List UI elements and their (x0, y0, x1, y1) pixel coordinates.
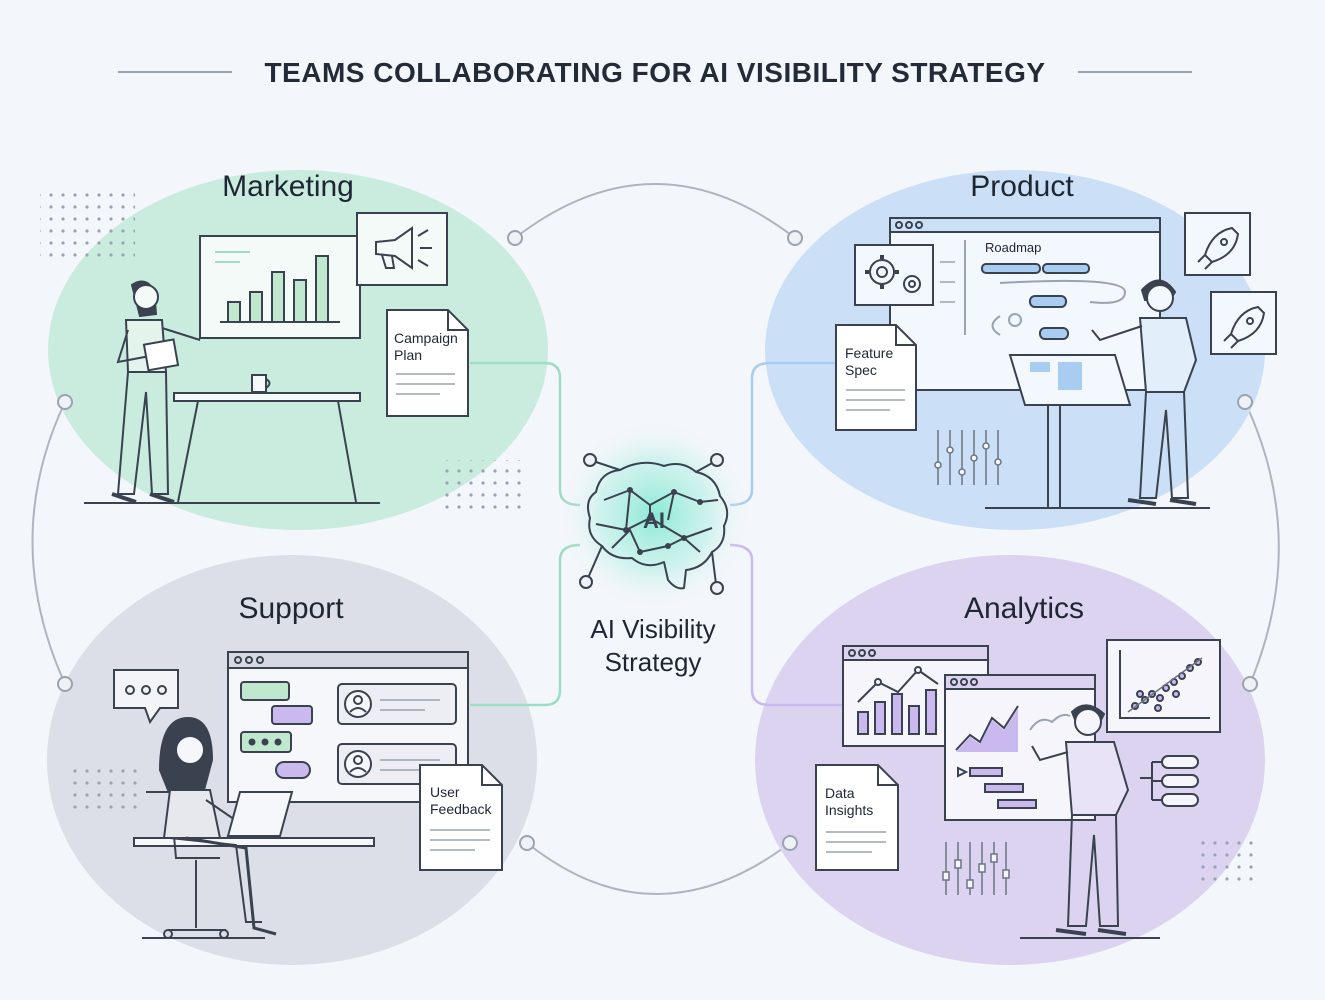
ai-satellite-nodes (579, 453, 724, 595)
bar-chart-icon (220, 255, 340, 323)
analytics-sliders (942, 842, 1010, 895)
analytics-team: Analytics (815, 592, 1260, 939)
line-chart-icon (857, 666, 939, 735)
marketing-dot-grid-2 (440, 460, 525, 510)
analytics-title: Analytics (964, 592, 1084, 625)
node-support-bottom (519, 835, 535, 851)
megaphone-icon (375, 226, 432, 270)
node-analytics-right (1242, 676, 1258, 692)
chat-bubble-icon (113, 669, 179, 725)
node-analytics-bottom (782, 835, 798, 851)
marketing-team: Marketing Campaign Plan (40, 170, 525, 510)
marketing-presenter (111, 280, 201, 504)
laptop-icon (226, 791, 294, 837)
marketing-dot-grid (40, 190, 135, 260)
data-insights-doc (815, 764, 899, 871)
product-presenter (1091, 279, 1198, 506)
user-feedback-doc (419, 764, 503, 871)
node-marketing-top (507, 230, 523, 246)
rocket-icon (1197, 226, 1240, 270)
chat-messages (240, 681, 313, 779)
roadmap-label: Roadmap (985, 240, 1041, 255)
user-feedback-line1: User (430, 784, 460, 800)
user-avatar-icon (344, 750, 372, 778)
support-title: Support (238, 592, 344, 625)
data-insights-line2: Insights (825, 802, 873, 818)
product-team: Product Roadmap Feature Spec (835, 170, 1277, 509)
data-insights-line1: Data (825, 785, 855, 801)
flow-pills (1140, 755, 1199, 807)
support-team: Support User Feedback (68, 592, 503, 939)
center-label-line2: Strategy (605, 647, 702, 677)
analytics-dot-grid (1195, 840, 1260, 885)
feature-spec-doc (835, 324, 917, 431)
trend-line (955, 705, 1019, 751)
product-title: Product (970, 170, 1074, 203)
campaign-plan-doc (386, 309, 469, 417)
product-kiosk (985, 354, 1210, 509)
node-marketing-left (57, 394, 73, 410)
node-product-top (787, 230, 803, 246)
feature-spec-line1: Feature (845, 345, 893, 361)
support-dot-grid (68, 765, 138, 810)
rocket-card-2 (1210, 291, 1277, 355)
analytics-presenter (1020, 704, 1160, 939)
support-desk (133, 791, 375, 939)
node-support-left (57, 676, 73, 692)
outer-connector-ring (31, 183, 1280, 895)
campaign-plan-line1: Campaign (394, 330, 458, 346)
title-block: TEAMS COLLABORATING FOR AI VISIBILITY ST… (118, 57, 1192, 88)
gear-icon (865, 255, 921, 293)
user-avatar-icon (344, 690, 372, 718)
roadmap-bars (981, 263, 1090, 340)
connector-nodes (57, 230, 1258, 851)
headset-icon (167, 726, 209, 766)
center-label-line1: AI Visibility (590, 614, 715, 644)
campaign-plan-line2: Plan (394, 347, 422, 363)
product-sliders (934, 430, 1002, 485)
marketing-title: Marketing (222, 170, 354, 203)
support-agent (158, 716, 277, 936)
coffee-mug-icon (251, 374, 271, 393)
ai-brain-nodes (623, 487, 703, 555)
scatter-plot-icon (1119, 650, 1210, 719)
user-feedback-line2: Feedback (430, 801, 492, 817)
ai-badge-label: AI (643, 508, 665, 533)
rocket-icon (1223, 305, 1266, 349)
feature-spec-line2: Spec (845, 362, 877, 378)
page-title: TEAMS COLLABORATING FOR AI VISIBILITY ST… (264, 57, 1045, 88)
node-product-right (1237, 394, 1253, 410)
ai-center: AI AI Visibility Strategy (560, 420, 750, 677)
gantt-bars (969, 767, 1037, 809)
